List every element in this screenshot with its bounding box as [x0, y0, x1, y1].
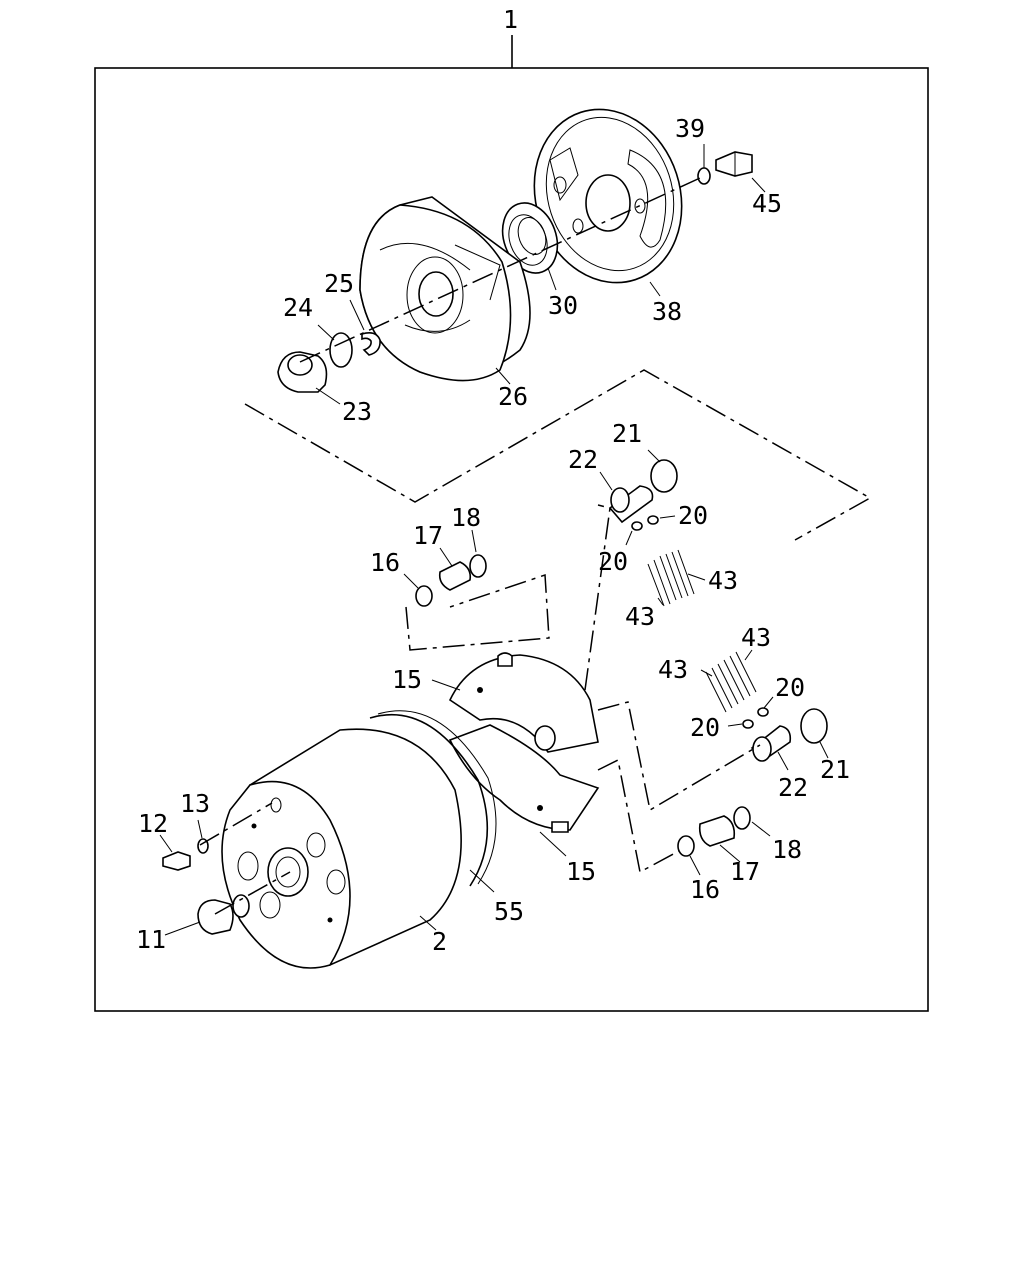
callout-20c: 20	[775, 673, 805, 702]
callout-24: 24	[283, 293, 313, 322]
part-38-plate	[533, 108, 683, 284]
callout-43b: 43	[625, 602, 655, 631]
part-15-cam-lower	[448, 724, 600, 833]
link-line-lower	[597, 758, 691, 874]
callout-39: 39	[675, 114, 705, 143]
callout-15a: 15	[392, 665, 422, 694]
callout-43a: 43	[708, 566, 738, 595]
part-17-sleeve-a	[438, 561, 472, 591]
callout-18b: 18	[772, 835, 802, 864]
callout-23: 23	[342, 397, 372, 426]
callout-11: 11	[136, 925, 166, 954]
plug-centerline	[214, 871, 291, 915]
part-43-springs-a	[647, 549, 695, 607]
callout-26: 26	[498, 382, 528, 411]
leader-lines	[159, 144, 829, 936]
callout-38: 38	[652, 297, 682, 326]
part-24-ring	[329, 332, 353, 368]
part-22-shoe-b	[750, 725, 792, 762]
callout-22b: 22	[778, 773, 808, 802]
piston-group-a-dashline	[405, 573, 550, 651]
callout-13: 13	[180, 789, 210, 818]
callout-45: 45	[752, 189, 782, 218]
top-boundary-dashline	[244, 369, 872, 541]
part-12-screw	[162, 851, 191, 871]
callout-21a: 21	[612, 419, 642, 448]
callout-30: 30	[548, 291, 578, 320]
part-22-shoe-a	[608, 485, 654, 524]
callout-16b: 16	[690, 875, 720, 904]
part-39-washer	[697, 167, 711, 185]
callout-17a: 17	[413, 521, 443, 550]
link-line-upper	[584, 504, 611, 691]
bolt-centerline	[199, 802, 273, 846]
assembly-frame	[94, 67, 929, 1012]
part-20-pin-d	[757, 707, 769, 717]
assembly-number-label: 1	[503, 5, 518, 34]
part-21-bearing-b	[800, 708, 828, 744]
part-16-piston-b	[677, 835, 695, 857]
callout-20b: 20	[598, 547, 628, 576]
part-18-ring-a	[469, 554, 487, 578]
part-26-cover	[359, 196, 531, 382]
callout-15b: 15	[566, 857, 596, 886]
callout-43d: 43	[658, 655, 688, 684]
part-20-pin-a	[631, 521, 643, 531]
part-20-pin-b	[647, 515, 659, 525]
callout-2: 2	[432, 927, 447, 956]
part-11-plug	[197, 894, 250, 935]
callout-21b: 21	[820, 755, 850, 784]
callout-16a: 16	[370, 548, 400, 577]
part-17-sleeve-b	[698, 815, 736, 847]
link-line-right	[597, 701, 761, 812]
part-55-gasket	[369, 710, 497, 887]
part-25-clip	[361, 332, 381, 356]
part-16-piston-a	[415, 585, 433, 607]
part-21-bearing-a	[650, 459, 678, 493]
part-2-housing	[221, 728, 462, 969]
callout-12: 12	[138, 809, 168, 838]
callout-22a: 22	[568, 445, 598, 474]
callout-18a: 18	[451, 503, 481, 532]
callout-20a: 20	[678, 501, 708, 530]
part-43-springs-b	[705, 651, 757, 713]
callout-25: 25	[324, 269, 354, 298]
part-20-pin-c	[742, 719, 754, 729]
part-18-ring-b	[733, 806, 751, 830]
part-23-plug	[277, 351, 328, 393]
part-45-bolt	[715, 151, 753, 177]
part-15-cam-upper	[448, 652, 599, 753]
callout-43c: 43	[741, 623, 771, 652]
top-centerline	[299, 177, 701, 363]
callout-17b: 17	[730, 857, 760, 886]
callout-20d: 20	[690, 713, 720, 742]
part-30-seal	[501, 202, 559, 274]
callout-55: 55	[494, 897, 524, 926]
